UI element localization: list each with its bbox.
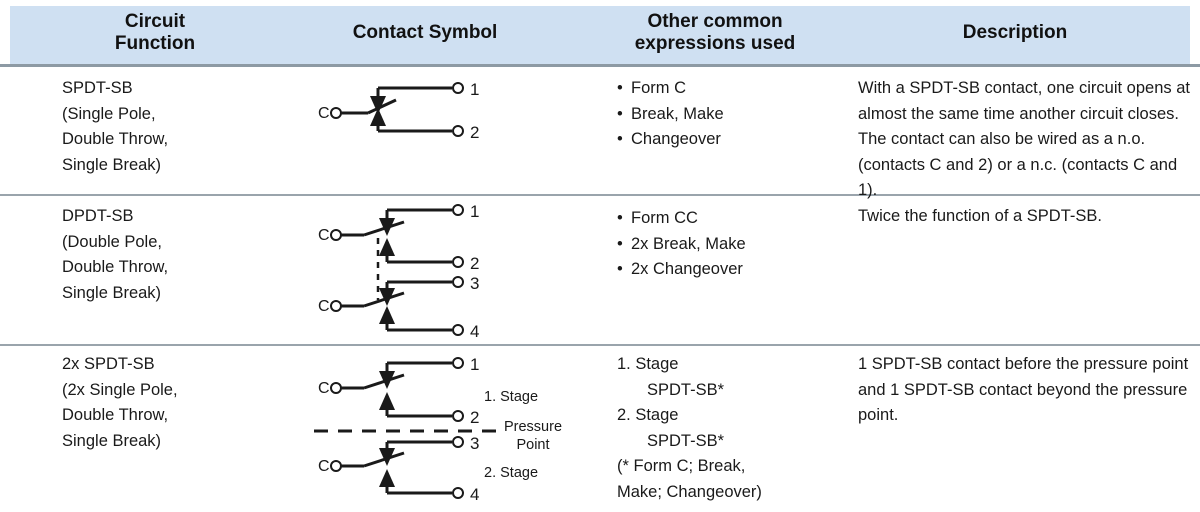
- terminal-label-2: 2: [470, 123, 479, 142]
- expression-item: (* Form C; Break,: [617, 457, 746, 475]
- header-line-1: Contact Symbol: [352, 22, 498, 43]
- common-arm-bottom: [330, 291, 405, 312]
- contact-symbol-spdt: C 1 2: [300, 70, 560, 190]
- row-2x-spdt-function: 2x SPDT-SB (2x Single Pole, Double Throw…: [62, 352, 277, 454]
- expression-item: 2. Stage: [617, 406, 679, 424]
- row-spdt-expressions: Form C Break, Make Changeover: [617, 76, 847, 153]
- row-2x-spdt-expressions: 1. Stage SPDT-SB* 2. Stage SPDT-SB* (* F…: [617, 352, 847, 505]
- function-line: Single Break): [62, 431, 162, 450]
- expression-item: Form C: [617, 76, 847, 102]
- common-arm-top: [330, 220, 405, 241]
- terminal-label-1: 1: [470, 80, 479, 99]
- row-dpdt-expressions: Form CC 2x Break, Make 2x Changeover: [617, 206, 847, 283]
- header-line-1: Description: [962, 22, 1068, 43]
- terminal-label-2: 2: [470, 408, 479, 427]
- expression-item: Changeover: [617, 127, 847, 153]
- stage-1-label: 1. Stage: [484, 389, 539, 405]
- terminal-label-3: 3: [470, 274, 479, 293]
- terminal-label-2: 2: [470, 254, 479, 273]
- common-label-c: C: [318, 105, 330, 122]
- row-separator-3: [0, 344, 1200, 346]
- column-header-other-expressions: Other common expressions used: [590, 11, 840, 55]
- function-line: (Single Pole,: [62, 104, 156, 123]
- function-line: 2x SPDT-SB: [62, 355, 155, 373]
- header-line-2: expressions used: [634, 33, 796, 54]
- terminal-4-branch: [379, 306, 464, 336]
- function-line: Double Throw,: [62, 406, 169, 424]
- table-header: [10, 6, 1190, 64]
- function-line: (2x Single Pole,: [62, 380, 178, 399]
- common-label-c-bottom: C: [318, 298, 330, 315]
- row-spdt-description: With a SPDT-SB contact, one circuit open…: [858, 76, 1193, 204]
- expression-item: 2x Changeover: [617, 257, 847, 283]
- contact-symbol-two-stage-spdt: C C 1 2 3 4: [300, 346, 600, 510]
- terminal-label-4: 4: [470, 485, 479, 504]
- common-label-c-stage-1: C: [318, 380, 330, 397]
- terminal-1-branch: [370, 82, 464, 114]
- pressure-point-label: Pressure Point: [497, 418, 569, 454]
- function-line: Double Throw,: [62, 258, 169, 276]
- stage-2-label: 2. Stage: [484, 465, 539, 481]
- terminal-label-1: 1: [470, 355, 479, 374]
- terminal-3-branch: [379, 436, 464, 466]
- terminal-label-1: 1: [470, 202, 479, 221]
- terminal-2-branch: [379, 392, 464, 422]
- row-spdt-function: SPDT-SB (Single Pole, Double Throw, Sing…: [62, 76, 277, 178]
- terminal-label-4: 4: [470, 322, 479, 341]
- row-separator-2: [0, 194, 1200, 196]
- common-arm-stage-2: [330, 451, 405, 472]
- function-line: Single Break): [62, 283, 162, 302]
- function-line: (Double Pole,: [62, 232, 162, 251]
- pressure-point-line-2: Point: [516, 437, 550, 453]
- column-header-contact-symbol: Contact Symbol: [275, 22, 575, 44]
- row-dpdt-function: DPDT-SB (Double Pole, Double Throw, Sing…: [62, 204, 277, 306]
- terminal-4-branch: [379, 469, 464, 499]
- function-line: Single Break): [62, 155, 162, 174]
- expression-item: Form CC: [617, 206, 847, 232]
- expression-item: 1. Stage: [617, 355, 679, 373]
- common-arm-stage-1: [330, 373, 405, 394]
- expression-item: 2x Break, Make: [617, 232, 847, 258]
- expression-item: SPDT-SB*: [647, 380, 725, 399]
- header-line-1: Other common: [647, 11, 783, 32]
- function-line: Double Throw,: [62, 130, 169, 148]
- common-arm: [330, 98, 397, 119]
- common-label-c-top: C: [318, 227, 330, 244]
- contact-symbol-dpdt: C C 1 2 3 4: [300, 196, 560, 342]
- expression-item: Make; Changeover): [617, 482, 762, 501]
- column-header-circuit-function: Circuit Function: [40, 11, 270, 55]
- header-line-2: Function: [114, 33, 196, 54]
- expression-item: Break, Make: [617, 102, 847, 128]
- function-line: SPDT-SB: [62, 79, 133, 97]
- description-text: Twice the function of a SPDT-SB.: [858, 207, 1102, 225]
- row-2x-spdt-description: 1 SPDT-SB contact before the pressure po…: [858, 352, 1193, 429]
- terminal-2-branch: [379, 238, 464, 268]
- description-text: 1 SPDT-SB contact before the pressure po…: [858, 355, 1189, 424]
- row-dpdt-description: Twice the function of a SPDT-SB.: [858, 204, 1193, 230]
- description-text: With a SPDT-SB contact, one circuit open…: [858, 79, 1190, 199]
- column-header-description: Description: [845, 22, 1185, 44]
- terminal-3-branch: [379, 276, 464, 306]
- function-line: DPDT-SB: [62, 207, 134, 225]
- terminal-label-3: 3: [470, 434, 479, 453]
- terminal-1-branch: [379, 357, 464, 389]
- terminal-2-branch: [370, 108, 464, 137]
- header-bottom-rule: [0, 64, 1200, 67]
- header-line-1: Circuit: [124, 11, 186, 32]
- expression-item: SPDT-SB*: [647, 431, 725, 450]
- terminal-1-branch: [379, 204, 464, 236]
- common-label-c-stage-2: C: [318, 458, 330, 475]
- pressure-point-line-1: Pressure: [503, 419, 563, 435]
